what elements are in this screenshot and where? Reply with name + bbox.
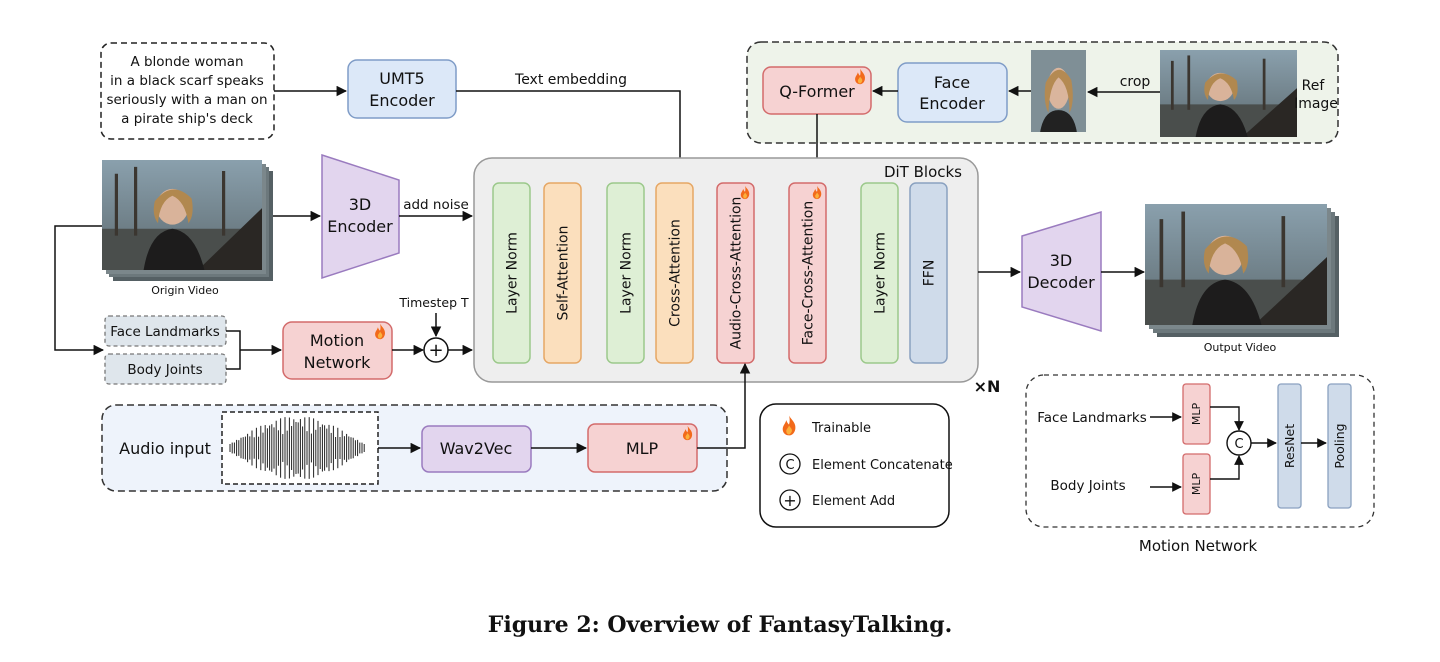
prompt-line: a pirate ship's deck bbox=[121, 111, 253, 127]
face-encoder-box bbox=[897, 62, 1008, 123]
architecture-diagram: A blonde woman in a black scarf speaks s… bbox=[54, 41, 1375, 555]
audio-input-label: Audio input bbox=[119, 439, 211, 458]
origin-video-stack bbox=[102, 160, 273, 281]
detail-concat-symbol: C bbox=[1234, 437, 1243, 452]
prompt-line: seriously with a man on bbox=[106, 92, 267, 108]
timestep-label: Timestep T bbox=[398, 295, 469, 310]
face-encoder-label: Encoder bbox=[919, 94, 985, 113]
body-joints-label: Body Joints bbox=[127, 362, 202, 378]
dit-blocks-title: DiT Blocks bbox=[884, 163, 962, 181]
dit-block bbox=[716, 182, 755, 364]
face-encoder-label: Face bbox=[934, 73, 970, 92]
detail-mlp-top bbox=[1182, 383, 1211, 445]
detail-mlp-bottom-connector bbox=[1210, 455, 1244, 480]
dit-block-group: Layer Norm Self-Attention Layer Norm Cross-… bbox=[492, 182, 948, 364]
face-landmarks-label: Face Landmarks bbox=[110, 324, 220, 340]
legend-box bbox=[759, 403, 950, 528]
origin-video-label: Origin Video bbox=[151, 284, 219, 297]
3d-decoder-label: Decoder bbox=[1027, 273, 1095, 292]
face-landmarks-connector bbox=[226, 330, 241, 350]
add-noise-label: add noise bbox=[403, 197, 469, 213]
legend-add: Element Add bbox=[812, 494, 895, 509]
audio-waveform bbox=[229, 417, 365, 479]
3d-encoder-label: 3D bbox=[349, 195, 372, 214]
dit-block bbox=[543, 182, 582, 364]
crop-label: crop bbox=[1120, 74, 1151, 90]
wav2vec-label: Wav2Vec bbox=[440, 439, 513, 458]
dit-block bbox=[492, 182, 531, 364]
concat-legend-symbol: C bbox=[785, 458, 794, 473]
ref-image-label: Ref bbox=[1302, 78, 1326, 94]
legend-trainable: Trainable bbox=[811, 421, 871, 436]
body-joints-connector bbox=[226, 350, 241, 370]
add-legend-icon bbox=[779, 489, 801, 511]
3d-encoder bbox=[321, 153, 400, 280]
detail-pooling bbox=[1327, 383, 1352, 509]
reference-image bbox=[1160, 50, 1297, 137]
audio-mlp-label: MLP bbox=[626, 439, 659, 458]
dit-block-label: Audio-Cross-Attention bbox=[729, 197, 745, 350]
motion-network-detail-title: Motion Network bbox=[1139, 537, 1258, 555]
prompt-box bbox=[100, 42, 275, 140]
add-legend-symbol: + bbox=[783, 491, 796, 510]
dit-block-label: Self-Attention bbox=[556, 226, 572, 321]
dit-block bbox=[860, 182, 899, 364]
dit-block-label: Layer Norm bbox=[619, 232, 635, 314]
ref-image-label: Image bbox=[1294, 96, 1338, 112]
concat-legend-icon bbox=[779, 453, 801, 475]
wav2vec-box bbox=[421, 425, 532, 473]
video-to-motion-line bbox=[54, 225, 105, 356]
dit-block-label: Layer Norm bbox=[873, 232, 889, 314]
dit-block bbox=[788, 182, 827, 364]
3d-encoder-label: Encoder bbox=[327, 217, 393, 236]
repeat-n-label: ×N bbox=[974, 377, 1001, 396]
dit-block bbox=[909, 182, 948, 364]
detail-resnet-label: ResNet bbox=[1282, 424, 1297, 468]
text-embedding-arrow bbox=[456, 90, 686, 184]
detail-mlp-top-label: MLP bbox=[1190, 403, 1203, 426]
dit-block-label: Layer Norm bbox=[505, 232, 521, 314]
q-former-label: Q-Former bbox=[779, 82, 855, 101]
legend-concat: Element Concatenate bbox=[812, 458, 953, 473]
detail-body-joints: Body Joints bbox=[1050, 478, 1125, 494]
umt5-encoder bbox=[347, 59, 457, 119]
3d-decoder bbox=[1021, 210, 1102, 333]
motion-network-label: Network bbox=[304, 353, 372, 372]
3d-decoder-label: 3D bbox=[1050, 251, 1073, 270]
detail-mlp-bottom-label: MLP bbox=[1190, 473, 1203, 496]
umt5-label: UMT5 bbox=[379, 69, 424, 88]
body-joints-box bbox=[104, 353, 227, 385]
detail-face-landmarks: Face Landmarks bbox=[1037, 410, 1147, 426]
dit-block-label: FFN bbox=[922, 260, 938, 287]
cropped-face-image bbox=[1031, 50, 1086, 132]
umt5-label: Encoder bbox=[369, 91, 435, 110]
detail-resnet bbox=[1277, 383, 1302, 509]
detail-pooling-label: Pooling bbox=[1332, 423, 1347, 468]
face-landmarks-box bbox=[104, 315, 227, 347]
motion-network-label: Motion bbox=[310, 331, 364, 350]
output-video-label: Output Video bbox=[1204, 341, 1277, 354]
output-video-stack bbox=[1145, 204, 1339, 337]
dit-block bbox=[655, 182, 694, 364]
prompt-line: A blonde woman bbox=[130, 54, 243, 70]
audio-to-attention-arrow bbox=[697, 362, 751, 449]
detail-mlp-top-connector bbox=[1210, 406, 1244, 431]
detail-mlp-bottom bbox=[1182, 453, 1211, 515]
dit-block-label: Cross-Attention bbox=[668, 219, 684, 327]
figure-caption: Figure 2: Overview of FantasyTalking. bbox=[487, 612, 953, 638]
dit-block bbox=[606, 182, 645, 364]
element-add-symbol: + bbox=[428, 340, 443, 361]
prompt-line: in a black scarf speaks bbox=[110, 73, 264, 89]
dit-block-label: Face-Cross-Attention bbox=[801, 201, 817, 345]
text-embedding-label: Text embedding bbox=[514, 72, 627, 88]
